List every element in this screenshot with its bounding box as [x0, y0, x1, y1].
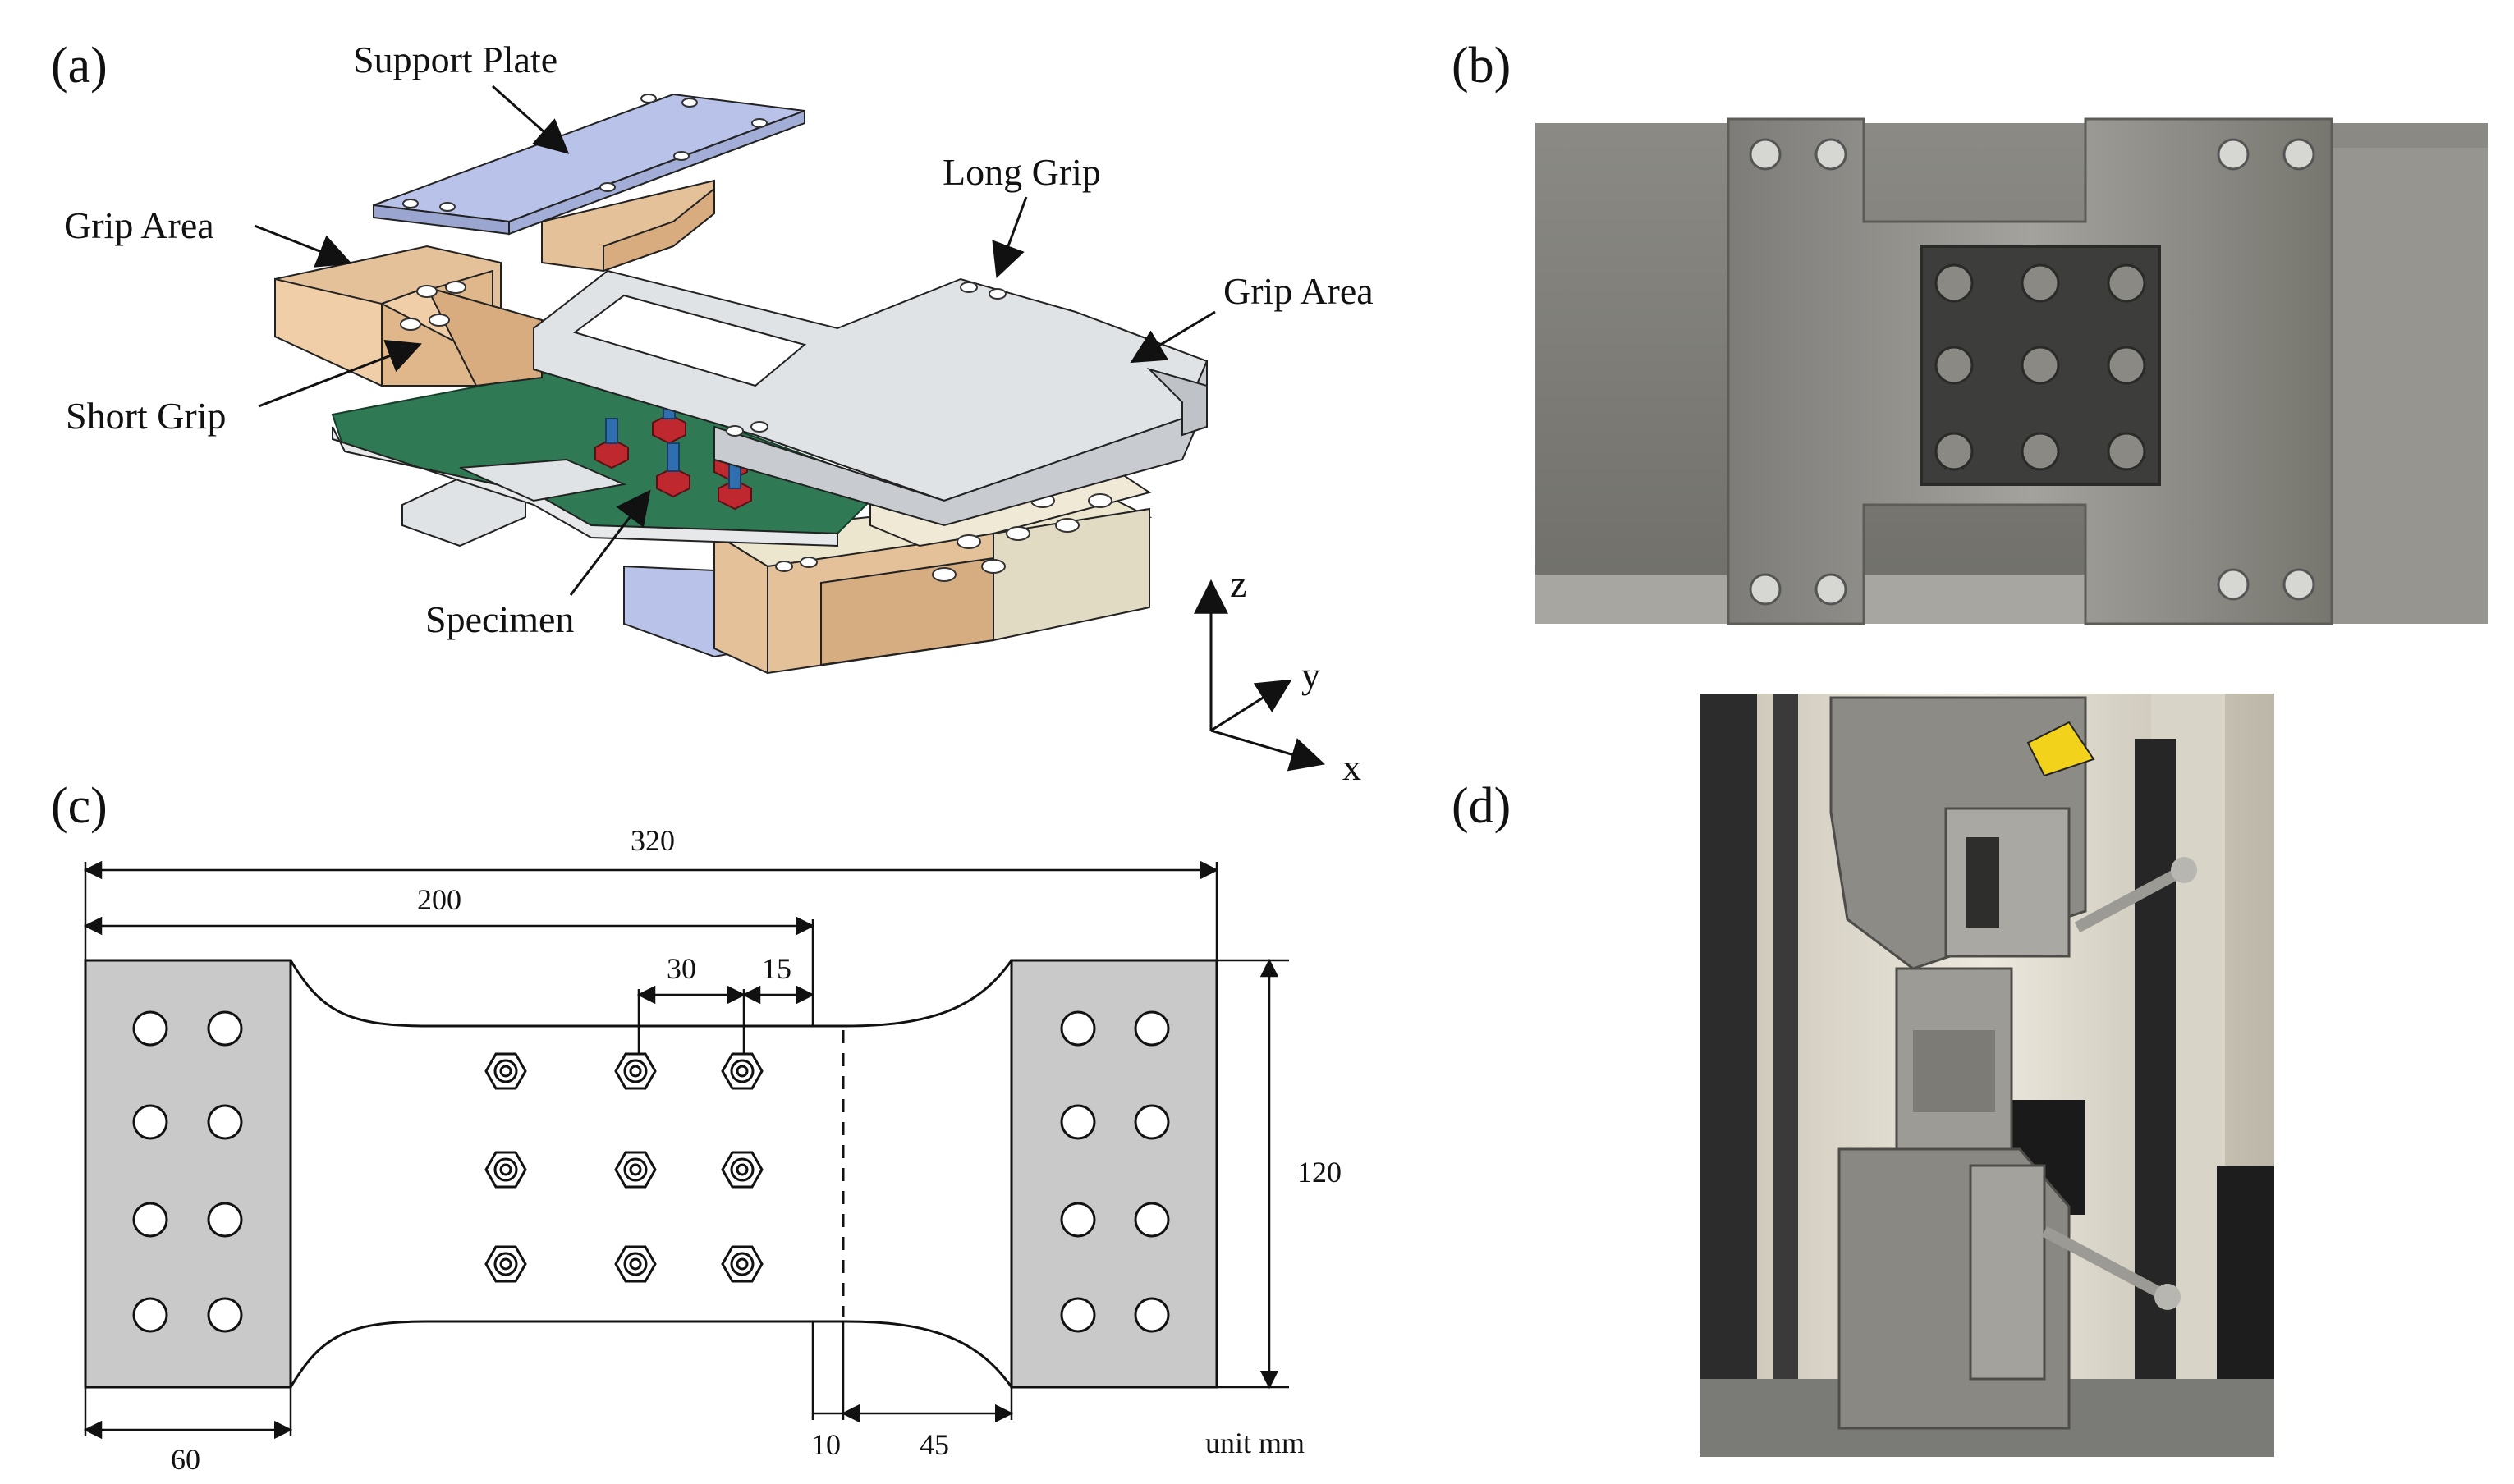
panel-d: (d)	[1452, 694, 2274, 1457]
dim-15-label: 15	[762, 952, 791, 985]
axis-y-label: y	[1301, 654, 1320, 696]
bolt-1	[594, 418, 629, 469]
left-grip-holes	[400, 281, 466, 331]
label-long-grip: Long Grip	[943, 151, 1101, 193]
support-plate-holes	[402, 94, 768, 212]
left-tab	[84, 959, 292, 1389]
top-edge	[289, 960, 1013, 1028]
hex-bolt	[484, 1052, 527, 1090]
panel-b-tag: (b)	[1452, 38, 1511, 94]
panel-b: (b)	[1452, 38, 2488, 625]
hex-bolt	[721, 1245, 764, 1283]
dimension-labels: 320 200 30 15 120 60 10 45 unit mm	[171, 824, 1342, 1476]
upper-handle	[2074, 864, 2187, 933]
dimension-arrows	[83, 860, 1279, 1440]
leader-support-plate	[492, 85, 570, 154]
label-specimen: Specimen	[425, 598, 574, 640]
lower-handle	[2041, 1225, 2171, 1303]
dim-10-label: 10	[811, 1428, 841, 1461]
bolt-5	[718, 463, 752, 511]
axis-z-label: z	[1230, 563, 1246, 605]
hex-bolt	[614, 1151, 657, 1189]
panel-c-tag: (c)	[51, 778, 108, 834]
tab-holes-left	[132, 1010, 243, 1333]
hex-bolt	[484, 1151, 527, 1189]
hex-bolts	[484, 1052, 764, 1283]
hex-bolt	[484, 1245, 527, 1283]
dim-200-label: 200	[417, 883, 461, 916]
leader-grip-area-right	[1130, 310, 1216, 364]
left-column	[1700, 694, 1757, 1457]
leader-grip-area-left	[254, 224, 352, 268]
leader-specimen	[569, 489, 651, 596]
long-grip	[533, 269, 1209, 527]
dim-60-label: 60	[171, 1443, 200, 1476]
warning-sticker	[2026, 721, 2095, 777]
axis-y-arrow	[1210, 679, 1292, 732]
label-short-grip: Short Grip	[66, 395, 227, 437]
hex-bolt	[721, 1052, 764, 1090]
leader-short-grip	[258, 339, 422, 408]
hex-bolt	[721, 1151, 764, 1189]
photo-testing-machine	[1700, 694, 2274, 1457]
hex-bolt	[614, 1245, 657, 1283]
unit-label: unit mm	[1205, 1427, 1305, 1459]
panel-d-tag: (d)	[1452, 778, 1511, 834]
photo-fixture-top-view	[1535, 117, 2488, 625]
hex-bolt	[614, 1052, 657, 1090]
dim-320-label: 320	[631, 824, 675, 857]
photo-bolt-grid	[1934, 263, 2146, 471]
long-grip-holes	[726, 282, 1007, 437]
tab-holes-right	[1060, 1010, 1170, 1333]
panel-a-tag: (a)	[51, 38, 108, 94]
left-grip	[274, 179, 715, 387]
label-support-plate: Support Plate	[353, 39, 557, 80]
panel-a: (a)	[51, 38, 1374, 788]
dim-45-label: 45	[920, 1428, 949, 1461]
support-plate	[373, 93, 805, 236]
bottom-edge	[289, 1320, 1013, 1388]
dogbone-specimen	[84, 959, 1218, 1389]
label-grip-area-right: Grip Area	[1223, 270, 1374, 312]
axis-x-label: x	[1342, 746, 1361, 788]
leader-long-grip	[992, 196, 1028, 278]
label-grip-area-left: Grip Area	[64, 204, 214, 246]
photo-screw-heads	[1749, 138, 2315, 606]
axes-triad: z y x	[1194, 563, 1361, 788]
dim-30-label: 30	[667, 952, 696, 985]
right-tab	[1010, 959, 1218, 1389]
axis-x-arrow	[1210, 729, 1326, 772]
panel-c: (c)	[51, 778, 1342, 1476]
bolt-3	[656, 442, 690, 498]
dim-120-label: 120	[1297, 1156, 1342, 1189]
